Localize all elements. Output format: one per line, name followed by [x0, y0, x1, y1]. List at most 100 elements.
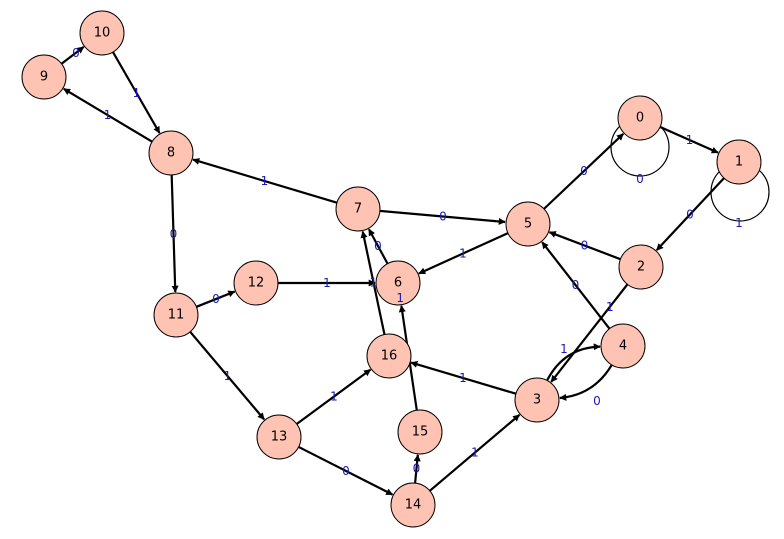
node-10: 10: [79, 10, 125, 56]
edge-4-to-5: [541, 241, 611, 330]
node-14: 14: [390, 482, 436, 528]
node-circle: [390, 482, 436, 528]
edge-label-5-to-6: 1: [459, 247, 467, 261]
node-label: 8: [167, 146, 175, 161]
edge-label-10-to-8: 1: [133, 86, 141, 100]
edge-3-to-4: [546, 343, 601, 381]
edge-2-to-3: [550, 283, 629, 383]
edge-label-4-to-3: 1: [560, 342, 568, 356]
edge-6-to-7: [367, 228, 389, 265]
node-label: 15: [412, 425, 429, 440]
node-circle: [514, 377, 560, 423]
node-label: 11: [168, 308, 185, 323]
node-circle: [505, 201, 551, 247]
node-circle: [375, 260, 421, 306]
edge-label-3-to-16: 1: [459, 371, 467, 385]
node-5: 5: [505, 201, 551, 247]
edge-0-to-1: [659, 125, 719, 154]
node-0: 0: [617, 95, 663, 141]
node-circle: [366, 333, 412, 379]
node-circle: [600, 323, 646, 369]
edge-5-to-6: [418, 232, 509, 275]
edge-label-0-to-1: 1: [686, 133, 694, 147]
node-7: 7: [335, 186, 381, 232]
edges-layer: [60, 46, 770, 496]
edge-label-7-to-5: 0: [439, 210, 447, 224]
node-circle: [335, 186, 381, 232]
node-circle: [617, 95, 663, 141]
node-circle: [618, 244, 664, 290]
edge-3-to-16: [410, 360, 517, 395]
node-circle: [233, 260, 279, 306]
node-circle: [397, 409, 443, 455]
edge-label-2-to-3: 1: [606, 300, 614, 314]
node-9: 9: [21, 54, 67, 100]
node-label: 3: [533, 393, 541, 408]
edge-11-to-12: [196, 290, 236, 308]
edge-label-1-to-2: 0: [686, 208, 694, 222]
node-label: 9: [40, 70, 48, 85]
node-label: 12: [248, 276, 265, 291]
edge-16-to-7: [360, 230, 386, 335]
edge-label-11-to-13: 1: [224, 369, 232, 383]
node-label: 1: [735, 155, 743, 170]
edge-label-14-to-3: 1: [471, 446, 479, 460]
node-label: 6: [394, 276, 402, 291]
edge-4-to-3: [559, 364, 613, 401]
node-label: 5: [524, 217, 532, 232]
node-1: 1: [716, 139, 762, 185]
node-circle: [79, 10, 125, 56]
edge-label-9-to-10: 0: [72, 46, 80, 60]
edge-7-to-8: [192, 158, 338, 204]
edge-label-16-to-7: 1: [370, 276, 378, 290]
edge-label-2-to-5: 0: [581, 239, 589, 253]
edge-13-to-16: [296, 368, 372, 425]
node-circle: [153, 292, 199, 338]
edge-1-to-2: [655, 177, 725, 251]
edge-label-8-to-11: 0: [170, 227, 178, 241]
edge-9-to-10: [60, 46, 85, 65]
edge-label-6-to-7: 0: [374, 239, 382, 253]
edge-5-to-0: [543, 133, 625, 210]
node-4: 4: [600, 323, 646, 369]
node-6: 6: [375, 260, 421, 306]
edge-2-to-5: [548, 231, 621, 261]
node-label: 14: [405, 498, 422, 513]
edge-8-to-11: [170, 174, 179, 293]
edge-label-1-to-1: 1: [735, 216, 743, 230]
edge-13-to-14: [298, 445, 394, 496]
node-15: 15: [397, 409, 443, 455]
edge-label-3-to-4: 0: [593, 394, 601, 408]
edge-14-to-15: [413, 454, 421, 484]
edge-label-15-to-6: 1: [396, 291, 404, 305]
node-circle: [716, 139, 762, 185]
edge-label-0-to-0: 0: [636, 172, 644, 186]
edge-label-13-to-16: 1: [330, 390, 338, 404]
edge-label-8-to-9: 1: [104, 108, 112, 122]
edge-label-4-to-5: 0: [572, 278, 580, 292]
node-label: 10: [94, 26, 111, 41]
edge-label-5-to-0: 0: [580, 164, 588, 178]
node-circle: [21, 54, 67, 100]
node-circle: [148, 130, 194, 176]
node-label: 7: [354, 202, 362, 217]
edge-label-11-to-12: 0: [212, 292, 220, 306]
node-11: 11: [153, 292, 199, 338]
edge-label-7-to-8: 1: [261, 174, 269, 188]
edge-label-13-to-14: 0: [342, 464, 350, 478]
node-2: 2: [618, 244, 664, 290]
node-label: 2: [637, 260, 645, 275]
edge-10-to-8: [112, 51, 161, 134]
node-16: 16: [366, 333, 412, 379]
node-12: 12: [233, 260, 279, 306]
edge-label-12-to-6: 1: [323, 276, 331, 290]
edge-8-to-9: [63, 87, 153, 143]
edge-7-to-5: [379, 209, 506, 225]
edge-14-to-3: [429, 414, 521, 492]
node-label: 13: [271, 430, 288, 445]
edge-11-to-13: [189, 331, 266, 421]
node-circle: [256, 414, 302, 460]
